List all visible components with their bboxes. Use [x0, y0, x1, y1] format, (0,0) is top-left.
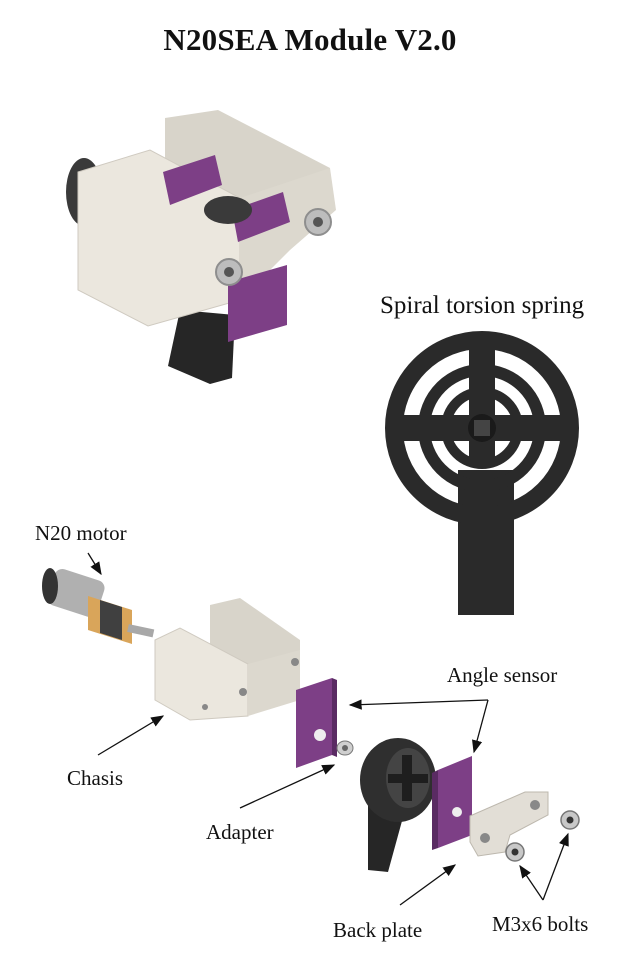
chasis-side: [248, 650, 300, 716]
assembled-purple-left: [163, 155, 222, 205]
chasis-hole-1: [291, 658, 299, 666]
assembled-lever: [168, 310, 235, 384]
assembled-sensor-plate: [228, 265, 287, 342]
angle-sensor-plate-1: [296, 678, 337, 768]
assembled-bolt-2-socket: [313, 217, 323, 227]
sensor-plate-1-edge: [332, 678, 337, 757]
bracket-and-bolts: [469, 791, 580, 862]
sensor-plate-2-face: [438, 756, 472, 848]
chasis-hole-2: [239, 688, 247, 696]
arrow-adapter: [239, 764, 336, 809]
arrow-bolt-2: [542, 832, 569, 901]
spring-cross-vertical: [469, 345, 495, 465]
adapter-bore: [342, 745, 348, 751]
assembled-hub: [204, 196, 252, 224]
arrow-back-plate: [399, 864, 457, 906]
label-n20-motor: N20 motor: [35, 521, 127, 545]
motor-end-cap: [42, 568, 58, 604]
bolt-2-socket: [566, 816, 574, 824]
arrow-sensor-1: [348, 699, 489, 710]
label-back-plate: Back plate: [333, 918, 423, 942]
arrow-sensor-2: [472, 699, 489, 754]
sensor-plate-1-hole: [314, 729, 326, 741]
label-spiral-torsion-spring: Spiral torsion spring: [380, 292, 585, 319]
sensor-plate-1-face: [296, 678, 332, 768]
spiral-torsion-spring: [385, 331, 579, 615]
assembled-purple-right: [232, 192, 290, 242]
bolt-1-socket: [511, 848, 519, 856]
motor-shaft: [127, 624, 155, 638]
bracket-hole-1: [480, 833, 490, 843]
arrow-chasis: [97, 715, 165, 756]
diagram-title: N20SEA Module V2.0: [163, 22, 457, 57]
adapter-part: [336, 740, 354, 756]
gearbox-core: [100, 600, 122, 640]
label-chasis: Chasis: [67, 766, 124, 790]
bracket-hole-2: [530, 800, 540, 810]
chasis-part: [154, 598, 300, 721]
assembled-module: [66, 110, 336, 384]
n20-motor: [42, 568, 155, 644]
label-adapter: Adapter: [206, 820, 274, 844]
callout-arrows: [87, 552, 569, 906]
spring-hub-key: [474, 420, 490, 436]
sensor-plate-2-hole: [452, 807, 462, 817]
label-m3x6-bolts: M3x6 bolts: [492, 912, 589, 936]
arrow-motor: [87, 552, 102, 576]
chasis-hole-3: [202, 704, 208, 710]
assembled-bolt-1-socket: [224, 267, 234, 277]
angle-sensor-plate-2: [432, 756, 472, 850]
label-angle-sensor: Angle sensor: [447, 663, 558, 687]
back-plate-spoke-h: [388, 774, 428, 783]
arrow-bolt-1: [519, 864, 544, 901]
spring-arm: [458, 470, 514, 615]
sensor-plate-2-edge: [432, 770, 438, 850]
back-plate-part: [360, 738, 436, 872]
